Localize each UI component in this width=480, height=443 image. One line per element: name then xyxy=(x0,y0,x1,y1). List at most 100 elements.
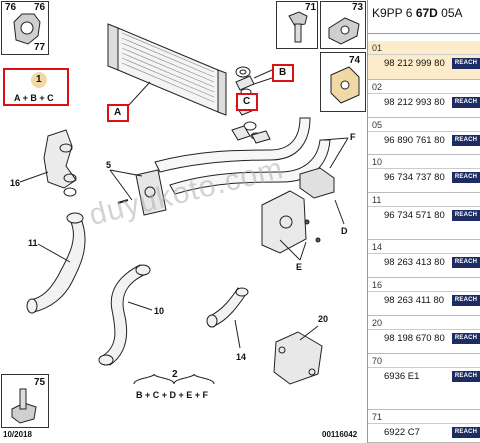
row-index: 71 xyxy=(372,412,383,422)
row-index: 16 xyxy=(372,280,383,290)
part-number[interactable]: 96 734 737 80 xyxy=(384,172,445,183)
part-number[interactable]: 98 263 413 80 xyxy=(384,257,445,268)
parts-diagram: duyukoto.com 76 76 77 1 A + B + C A B C … xyxy=(1,1,366,439)
row-divider xyxy=(368,131,480,132)
row-divider xyxy=(368,291,480,292)
callout-1: 1 xyxy=(36,74,42,85)
row-divider xyxy=(368,206,480,207)
row-index: 20 xyxy=(372,318,383,328)
coolant-outlet-housing[interactable] xyxy=(299,167,335,199)
part-number[interactable]: 98 198 670 80 xyxy=(384,333,445,344)
bolt-box-75[interactable] xyxy=(1,374,49,428)
callout-71: 71 xyxy=(305,2,317,13)
inlet-flange[interactable] xyxy=(135,169,167,216)
hose-11[interactable] xyxy=(26,212,86,314)
row-divider xyxy=(368,423,480,424)
screw-icon xyxy=(288,11,308,43)
reach-badge: REACH xyxy=(452,135,480,146)
label-c: C xyxy=(243,96,251,107)
hose-10[interactable] xyxy=(98,264,151,366)
bolt-icon xyxy=(11,388,37,424)
callout-e: E xyxy=(296,262,303,272)
callout-20: 20 xyxy=(318,314,329,324)
row-index: 02 xyxy=(372,82,383,92)
part-16-connector[interactable] xyxy=(43,129,77,197)
label-b: B xyxy=(279,67,287,78)
row-index: 70 xyxy=(372,356,383,366)
row-index: 14 xyxy=(372,242,383,252)
row-divider xyxy=(368,367,480,368)
diagram-artwork xyxy=(15,23,349,385)
callout-10: 10 xyxy=(154,306,165,316)
reach-badge: REACH xyxy=(452,97,480,108)
row-index: 10 xyxy=(372,157,383,167)
diagram-date: 10/2018 xyxy=(3,430,32,439)
bracket-icon xyxy=(330,66,360,104)
callout-73: 73 xyxy=(352,2,364,13)
row-index: 05 xyxy=(372,120,383,130)
row-divider xyxy=(368,168,480,169)
callout-f: F xyxy=(350,132,356,142)
clip-box-73[interactable] xyxy=(320,1,366,49)
reach-badge: REACH xyxy=(452,58,480,69)
callout-d: D xyxy=(341,226,348,236)
callout-5: 5 xyxy=(106,160,112,170)
heater-radiator[interactable] xyxy=(107,23,227,116)
callout-76: 76 xyxy=(5,2,17,13)
header-code: 67D xyxy=(415,6,438,20)
reach-badge: REACH xyxy=(452,333,480,344)
callout-14: 14 xyxy=(236,352,247,362)
screw-box-71[interactable] xyxy=(276,1,318,49)
assembly-2-formula: B + C + D + E + F xyxy=(136,390,209,400)
item-marker-circle xyxy=(31,72,47,88)
part-number[interactable]: 96 734 571 80 xyxy=(384,210,445,221)
row-divider xyxy=(368,253,480,254)
callout-75: 75 xyxy=(34,377,46,388)
row-divider xyxy=(368,93,480,94)
label-b-box[interactable] xyxy=(272,64,294,82)
part-number[interactable]: 96 890 761 80 xyxy=(384,135,445,146)
callout-76b: 76 xyxy=(34,2,46,13)
reach-badge: REACH xyxy=(452,172,480,183)
heater-pipes[interactable] xyxy=(154,117,331,195)
row-index: 01 xyxy=(372,43,383,53)
row-index: 11 xyxy=(372,195,382,205)
nut-box-76-77[interactable] xyxy=(1,1,49,55)
heat-shield-20[interactable] xyxy=(273,331,323,385)
row-divider xyxy=(368,329,480,330)
row-divider xyxy=(368,54,480,55)
parts-header: K9PP 6 67D 05A xyxy=(368,0,480,34)
callout-11: 11 xyxy=(28,238,38,248)
reach-badge: REACH xyxy=(452,371,480,382)
part-number[interactable]: 98 263 411 80 xyxy=(384,295,445,306)
part-number[interactable]: 6922 C7 xyxy=(384,427,420,438)
part-number[interactable]: 6936 E1 xyxy=(384,371,420,382)
part-number[interactable]: 98 212 999 80 xyxy=(384,58,445,69)
label-a-box[interactable] xyxy=(107,104,129,122)
hose-14[interactable] xyxy=(206,287,249,328)
header-suffix: 05A xyxy=(437,6,463,20)
reach-badge: REACH xyxy=(452,257,480,268)
callout-2: 2 xyxy=(172,369,178,380)
diagram-code: 00116042 xyxy=(322,430,358,439)
part-number[interactable]: 98 212 993 80 xyxy=(384,97,445,108)
callout-77: 77 xyxy=(34,42,46,53)
clip-nut-icon xyxy=(328,17,360,45)
label-c-box[interactable] xyxy=(236,93,258,111)
reach-badge: REACH xyxy=(452,427,480,438)
mounting-bracket[interactable] xyxy=(261,190,307,254)
nut-icon xyxy=(13,13,41,45)
bracket-box-74[interactable] xyxy=(320,52,366,112)
assembly-1-formula: A + B + C xyxy=(14,93,54,103)
